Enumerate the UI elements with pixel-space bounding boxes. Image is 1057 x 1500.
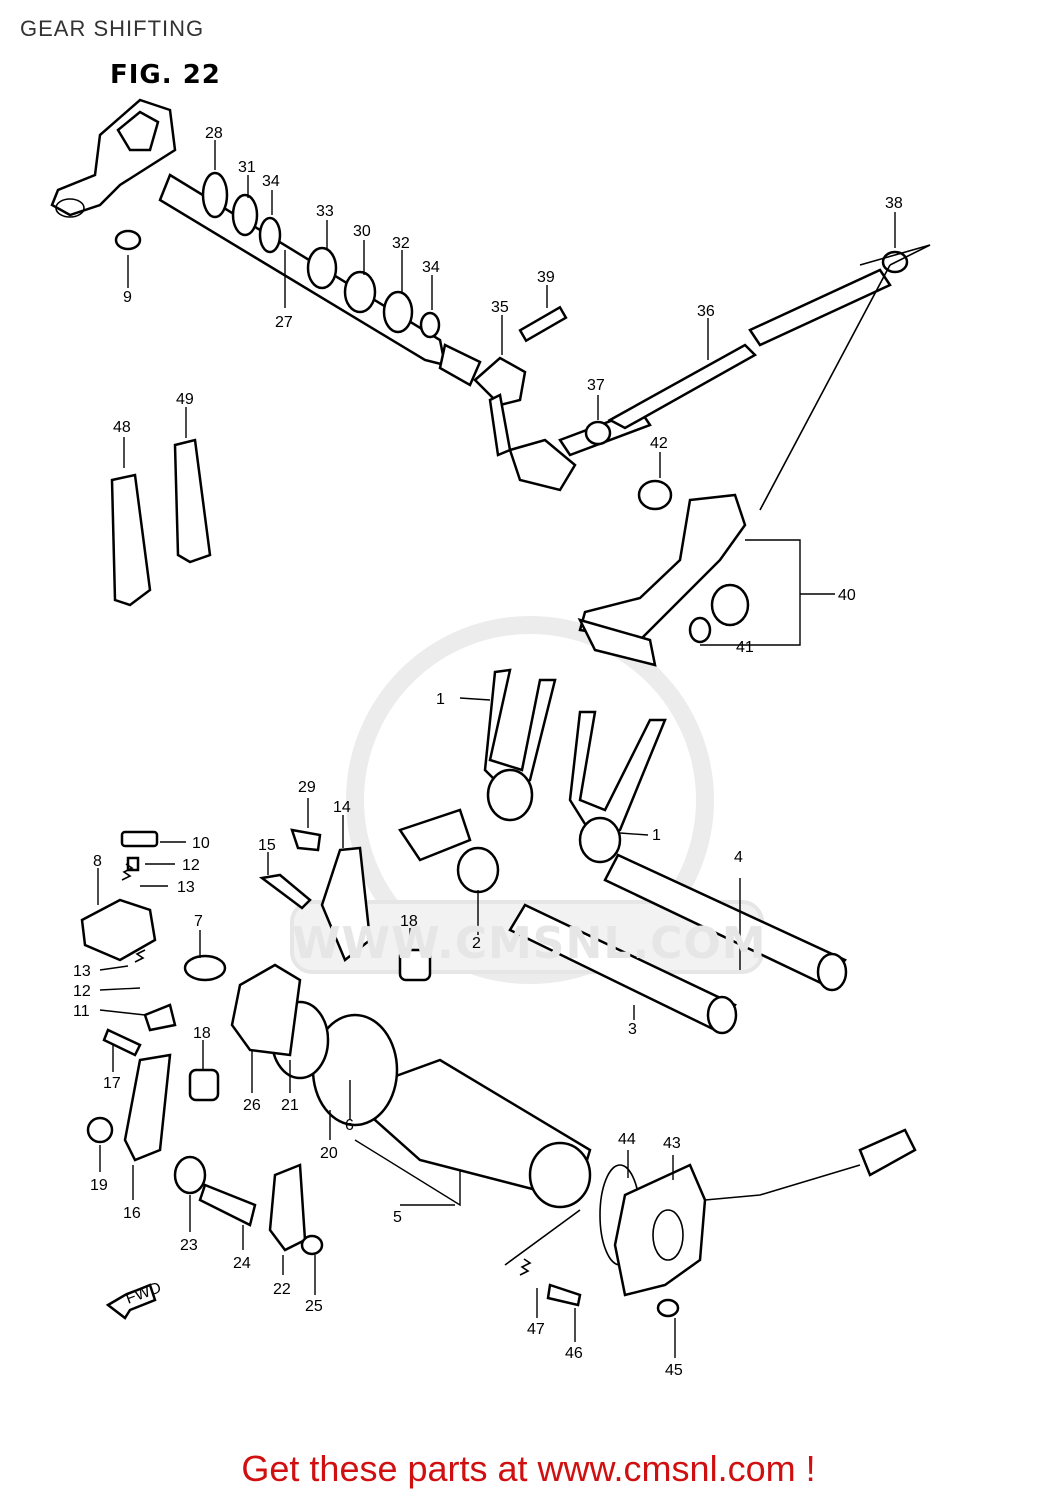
callout-4: 4 <box>734 849 743 866</box>
callout-19: 19 <box>90 1177 108 1194</box>
callout-16: 16 <box>123 1205 141 1222</box>
callout-7: 7 <box>194 913 203 930</box>
callout-46: 46 <box>565 1345 583 1362</box>
callout-22: 22 <box>273 1281 291 1298</box>
callout-labels: 28 31 34 33 30 32 34 9 27 39 35 36 38 37… <box>73 125 903 1379</box>
callout-1: 1 <box>436 691 445 708</box>
fwd-arrow-icon: FWD <box>105 1279 164 1320</box>
exploded-parts-diagram: FWD <box>50 98 931 1379</box>
callout-6: 6 <box>345 1117 354 1134</box>
fork-shafts <box>508 853 848 1035</box>
callout-12: 12 <box>182 857 200 874</box>
callout-3: 3 <box>628 1021 637 1038</box>
shift-pedal <box>577 244 931 667</box>
shift-shaft-assembly <box>50 98 482 387</box>
callout-1b: 1 <box>652 827 661 844</box>
callout-31: 31 <box>238 159 256 176</box>
callout-14: 14 <box>333 799 351 816</box>
callout-18: 18 <box>400 913 418 930</box>
callout-12b: 12 <box>73 983 91 1000</box>
callout-36: 36 <box>697 303 715 320</box>
callout-23: 23 <box>180 1237 198 1254</box>
callout-17: 17 <box>103 1075 121 1092</box>
watermark-text: WWW.CMSNL.COM <box>292 918 767 969</box>
shift-drum <box>230 963 592 1209</box>
neutral-switch <box>504 1128 917 1318</box>
callout-47: 47 <box>527 1321 545 1338</box>
callout-30: 30 <box>353 223 371 240</box>
callout-37: 37 <box>587 377 605 394</box>
callout-10: 10 <box>192 835 210 852</box>
shift-forks <box>398 668 667 894</box>
get-parts-link[interactable]: Get these parts at www.cmsnl.com ! <box>241 1448 816 1489</box>
callout-48: 48 <box>113 419 131 436</box>
callout-49: 49 <box>176 391 194 408</box>
callout-24: 24 <box>233 1255 251 1272</box>
stopper-parts <box>80 828 432 1256</box>
callout-13: 13 <box>177 879 195 896</box>
callout-35: 35 <box>491 299 509 316</box>
callout-15: 15 <box>258 837 276 854</box>
callout-9: 9 <box>123 289 132 306</box>
callout-2: 2 <box>472 935 481 952</box>
callout-28: 28 <box>205 125 223 142</box>
callout-41: 41 <box>736 639 754 656</box>
links <box>110 438 212 607</box>
callout-39: 39 <box>537 269 555 286</box>
callout-34: 34 <box>262 173 280 190</box>
callout-11: 11 <box>73 1003 90 1020</box>
callout-42: 42 <box>650 435 668 452</box>
callout-13b: 13 <box>73 963 91 980</box>
callout-40: 40 <box>838 587 856 604</box>
callout-33: 33 <box>316 203 334 220</box>
figure-title: FIG. 22 <box>110 60 221 90</box>
callout-29: 29 <box>298 779 316 796</box>
callout-25: 25 <box>305 1298 323 1315</box>
callout-21: 21 <box>281 1097 299 1114</box>
callout-45: 45 <box>665 1362 683 1379</box>
callout-34b: 34 <box>422 259 440 276</box>
callout-43: 43 <box>663 1135 681 1152</box>
callout-18b: 18 <box>193 1025 211 1042</box>
callout-27: 27 <box>275 314 293 331</box>
callout-38: 38 <box>885 195 903 212</box>
callout-44: 44 <box>618 1131 636 1148</box>
callout-32: 32 <box>392 235 410 252</box>
page-title: GEAR SHIFTING <box>20 16 205 41</box>
callout-8: 8 <box>93 853 102 870</box>
callout-26: 26 <box>243 1097 261 1114</box>
callout-5: 5 <box>393 1209 402 1226</box>
callout-20: 20 <box>320 1145 338 1162</box>
leader-lines <box>97 140 896 1358</box>
shift-linkage <box>473 244 931 511</box>
